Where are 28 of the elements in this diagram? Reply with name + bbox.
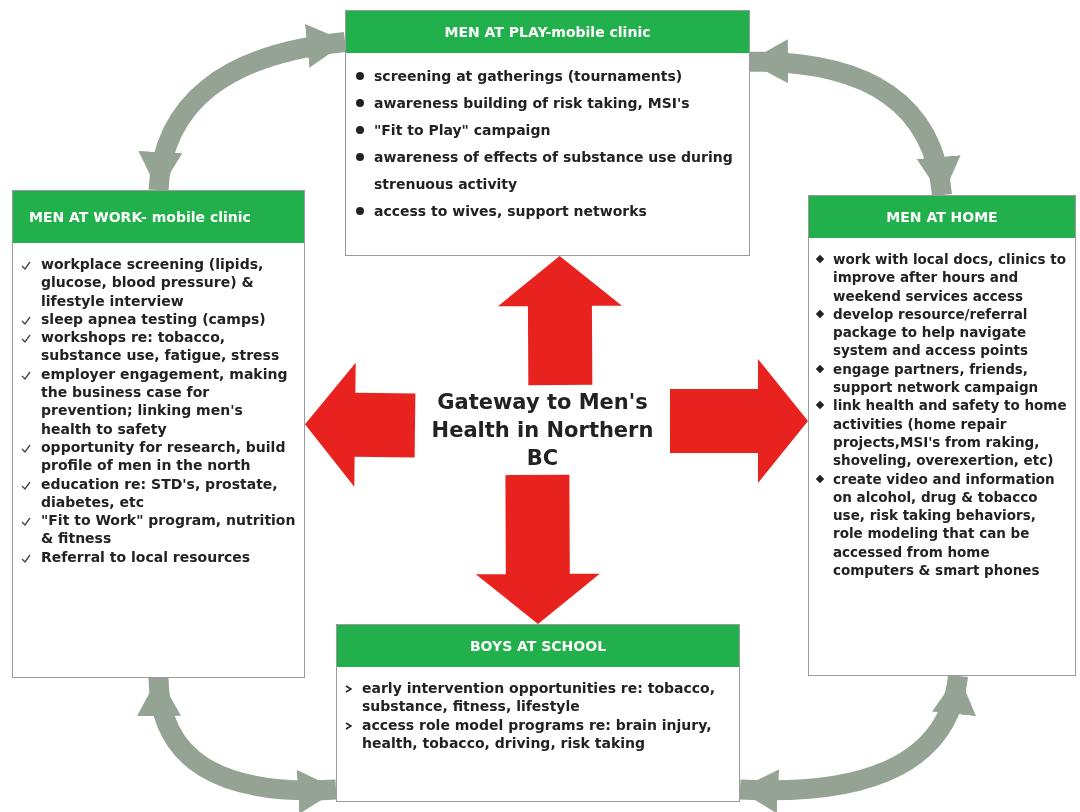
list-item-text: access to wives, support networks	[374, 202, 647, 221]
curved-arrow	[139, 676, 338, 812]
list-item-text: create video and information on alcohol, drug & tobacco use, risk taking behaviors, role modeling that can be accessed from home computers & smart phones	[833, 469, 1056, 580]
list-item-text: "Fit to Play" campaign	[374, 121, 551, 140]
card-heading: MEN AT HOME	[809, 196, 1075, 238]
list-item-text: screening at gatherings (tournaments)	[374, 67, 683, 86]
card-heading: MEN AT PLAY-mobile clinic	[346, 11, 749, 53]
list-item-text: access role model programs re: brain injury, health, tobacco, driving, risk taking	[362, 715, 713, 753]
list-item-text: link health and safety to home activities (home repair projects,MSI's from raking, shoveling, overexertion, etc)	[833, 396, 1067, 470]
list-item-text: sleep apnea testing (camps)	[41, 309, 266, 329]
list-item-text: awareness building of risk taking, MSI's	[374, 94, 690, 113]
block-arrow	[670, 359, 808, 484]
list-item-text: Referral to local resources	[41, 547, 251, 567]
block-arrow	[475, 474, 600, 624]
info-card	[808, 195, 1076, 676]
curved-arrow	[738, 674, 974, 812]
info-card	[345, 10, 750, 256]
curved-arrow	[748, 40, 959, 197]
curved-arrow	[140, 25, 347, 192]
info-card	[336, 624, 740, 802]
list-item-text: education re: STD's, prostate, diabetes, etc	[41, 474, 279, 512]
info-card	[12, 190, 305, 678]
card-heading: BOYS AT SCHOOL	[337, 625, 739, 667]
block-arrow	[497, 256, 622, 386]
list-item-text: "Fit to Work" program, nutrition & fitness	[41, 511, 296, 548]
center-title: Gateway to Men's Health in Northern BC	[415, 385, 670, 475]
block-arrow	[305, 362, 416, 487]
card-heading: MEN AT WORK- mobile clinic	[13, 191, 304, 243]
